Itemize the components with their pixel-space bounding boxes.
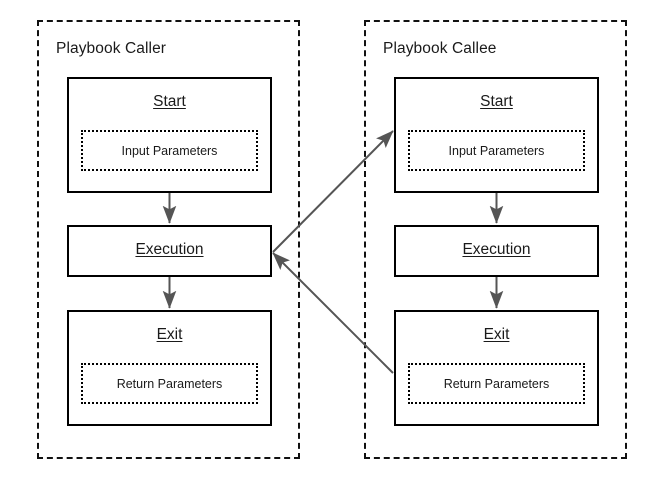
- node-callee-execution-label: Execution: [462, 241, 531, 258]
- node-callee-start: Start Input Parameters: [394, 77, 599, 193]
- node-caller-exit-label: Exit: [156, 326, 183, 343]
- node-callee-start-label: Start: [480, 93, 513, 110]
- node-caller-execution: Execution: [67, 225, 272, 277]
- param-box-caller-exit-return: Return Parameters: [81, 363, 258, 404]
- node-caller-exit: Exit Return Parameters: [67, 310, 272, 426]
- node-callee-execution: Execution: [394, 225, 599, 277]
- lane-title-caller: Playbook Caller: [56, 40, 167, 57]
- lane-title-callee: Playbook Callee: [383, 40, 497, 57]
- node-callee-exit: Exit Return Parameters: [394, 310, 599, 426]
- node-caller-start: Start Input Parameters: [67, 77, 272, 193]
- param-box-callee-start-input: Input Parameters: [408, 130, 585, 171]
- param-label-callee-exit-return: Return Parameters: [443, 376, 550, 391]
- node-callee-exit-label: Exit: [483, 326, 510, 343]
- node-caller-start-label: Start: [153, 93, 186, 110]
- param-box-callee-exit-return: Return Parameters: [408, 363, 585, 404]
- param-label-callee-start-input: Input Parameters: [448, 143, 545, 158]
- param-label-caller-exit-return: Return Parameters: [116, 376, 223, 391]
- param-label-caller-start-input: Input Parameters: [121, 143, 218, 158]
- param-box-caller-start-input: Input Parameters: [81, 130, 258, 171]
- node-caller-execution-label: Execution: [135, 241, 204, 258]
